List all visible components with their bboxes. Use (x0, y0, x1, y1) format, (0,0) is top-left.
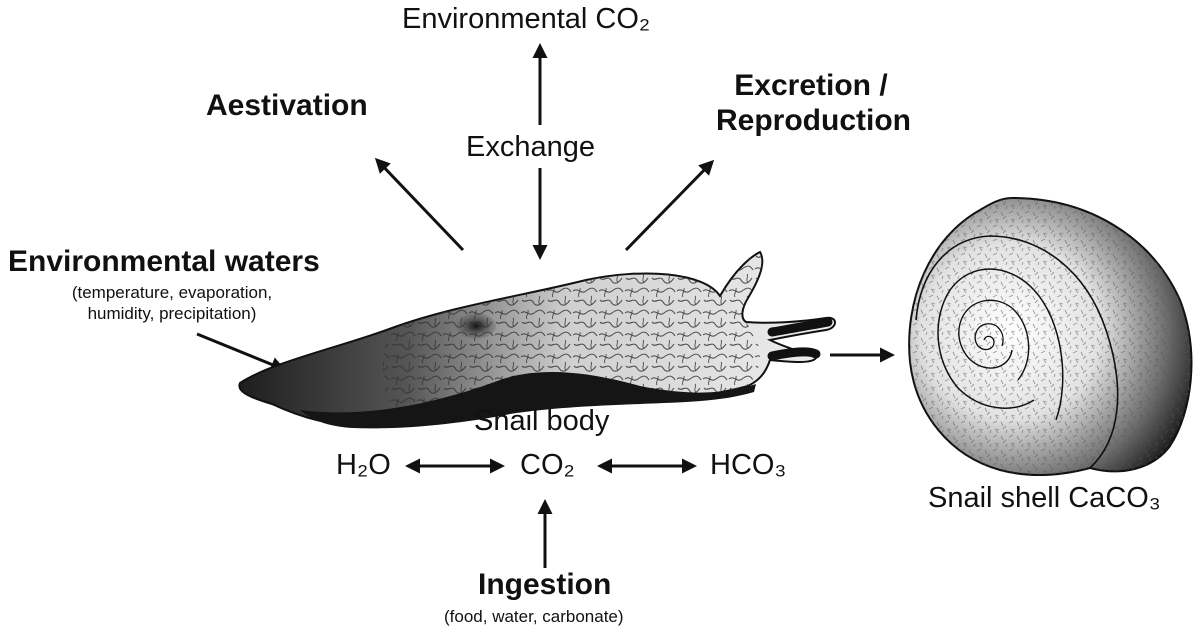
co2-label: CO₂ (520, 449, 575, 481)
hco3-label: HCO₃ (710, 449, 787, 481)
environmental-waters-sub-line1: (temperature, evaporation, (71, 283, 273, 302)
aestivation-label: Aestivation (206, 89, 368, 122)
excretion-line: Excretion / (734, 69, 888, 102)
exchange-label: Exchange (466, 131, 595, 163)
ingestion-label: Ingestion (478, 568, 612, 601)
snail-body-label: Snail body (474, 405, 610, 437)
arrow-to-aestivation (374, 157, 465, 252)
environmental-co2-label: Environmental CO₂ (402, 3, 651, 35)
snail-shell-illustration (908, 196, 1193, 477)
arrow-to-excretion (624, 159, 715, 252)
environmental-waters-sub-line2: humidity, precipitation) (87, 304, 257, 323)
environmental-waters-label: Environmental waters (8, 245, 320, 278)
arrow-from-environmental-waters (196, 332, 286, 372)
reproduction-line: Reproduction (716, 103, 911, 137)
snail-body-illustration (238, 250, 836, 429)
environmental-waters-sub: (temperature, evaporation, humidity, pre… (52, 282, 292, 324)
snail-shell-label: Snail shell CaCO₃ (928, 482, 1161, 514)
excretion-reproduction-label: Excretion / Reproduction (716, 69, 911, 138)
h2o-label: H₂O (336, 449, 391, 481)
ingestion-sub: (food, water, carbonate) (444, 607, 624, 626)
